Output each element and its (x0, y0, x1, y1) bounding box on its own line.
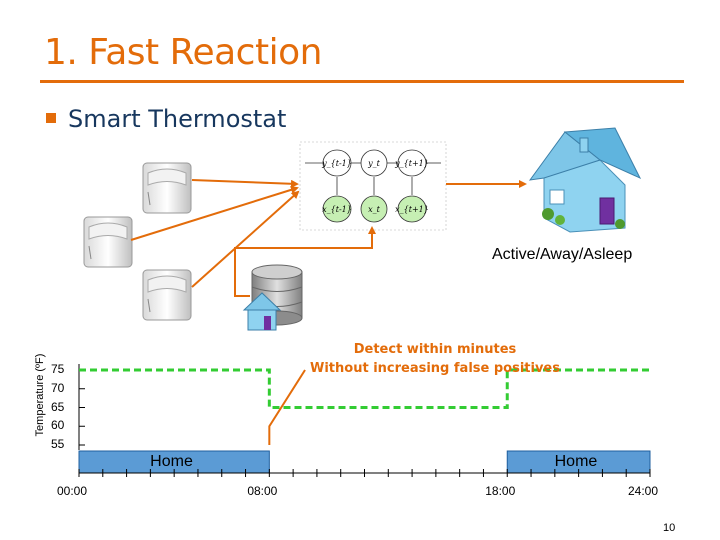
x-tick-label: 18:00 (485, 484, 515, 498)
y-tick-label: 65 (51, 400, 64, 414)
hidden-node-label: y_{t-1} (321, 159, 352, 168)
observed-node-label: x_{t-1} (322, 205, 352, 214)
motion-sensor-icon (143, 163, 191, 213)
y-tick-label: 60 (51, 418, 64, 432)
house-icon (530, 128, 640, 232)
hidden-node-label: y_{t+1} (394, 159, 429, 168)
observed-node-label: x_t (368, 205, 381, 214)
state-output-label: Active/Away/Asleep (492, 246, 632, 264)
sensor-arrow (192, 180, 297, 184)
graphical-model: y_{t-1} y_t y_{t+1} x_{t-1} x_t x_{t+1} (300, 142, 446, 230)
detection-annotation: Detect within minutes Without increasing… (290, 340, 580, 378)
motion-sensor-icon (84, 217, 132, 267)
x-tick-label: 08:00 (247, 484, 277, 498)
y-tick-label: 70 (51, 381, 64, 395)
observed-node-label: x_{t+1} (395, 205, 429, 214)
y-tick-label: 75 (51, 362, 64, 376)
chart-lines (79, 370, 650, 445)
motion-sensor-icon (143, 270, 191, 320)
y-tick-label: 55 (51, 437, 64, 451)
occupancy-label: Home (150, 453, 193, 471)
x-tick-label: 24:00 (628, 484, 658, 498)
x-tick-label: 00:00 (57, 484, 87, 498)
hidden-node-label: y_t (367, 159, 381, 168)
page-number: 10 (663, 522, 675, 534)
y-axis-label: Temperature (ºF) (34, 354, 46, 437)
occupancy-label: Home (555, 453, 598, 471)
annotation-line-1: Detect within minutes (290, 340, 580, 359)
annotation-line-2: Without increasing false positives (290, 359, 580, 378)
y-tick-marks (79, 370, 85, 445)
